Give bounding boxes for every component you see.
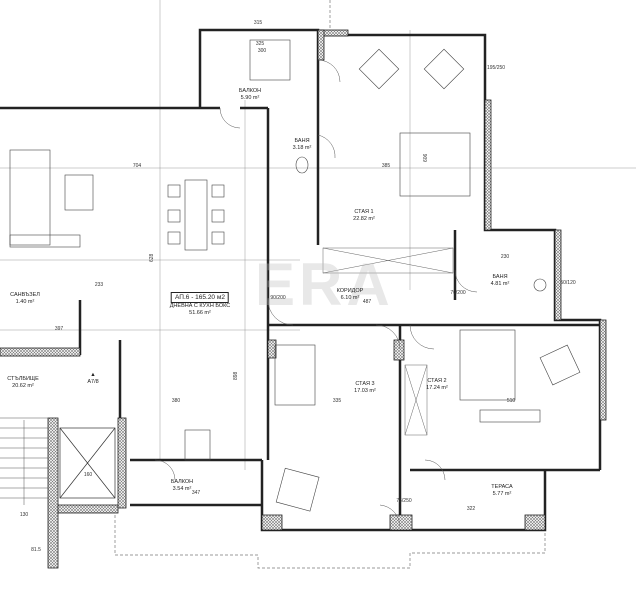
room-area: 3.54 m²	[172, 486, 192, 492]
dimension-label: 300	[257, 48, 267, 54]
dimension-label: 50/120	[560, 280, 576, 286]
dimension-label: 160	[83, 472, 93, 478]
room-name: СТАЯ 3	[355, 381, 375, 387]
watermark: ERA	[255, 251, 394, 318]
room-name: СТАЯ 1	[354, 209, 374, 215]
room-area: 20.62 m²	[12, 383, 34, 389]
kitchen-island	[184, 429, 211, 461]
dimension-label: 315	[253, 20, 263, 26]
dimension-label: 322	[466, 506, 476, 512]
dimension-label: 606	[423, 153, 429, 162]
door-swings	[154, 59, 478, 528]
dimension-label: 70/200	[450, 290, 466, 296]
room-name: БАЛКОН	[238, 88, 262, 94]
elevator-shaft	[59, 427, 116, 499]
room-area: 17.03 m²	[354, 388, 376, 394]
dimension-label: 385	[381, 163, 391, 169]
dimension-label: 325	[255, 41, 265, 47]
level-marker: ▲А7/8	[87, 372, 99, 385]
bed-room-1	[399, 132, 471, 197]
level-marker-label: А7/8	[87, 379, 99, 385]
dimension-label: 898	[233, 371, 239, 380]
room-name: БАНЯ	[492, 274, 508, 280]
dining-table	[184, 179, 208, 251]
dimension-label: 510	[506, 398, 516, 404]
room-name: ТЕРАСА	[491, 484, 513, 490]
room-area: 5.77 m²	[492, 491, 512, 497]
bed-room-2	[459, 329, 516, 401]
room-area: 5.90 m²	[240, 95, 260, 101]
room-name: БАНЯ	[294, 138, 310, 144]
dimension-label: 380	[171, 398, 181, 404]
room-area: 4.81 m²	[490, 281, 510, 287]
structural-columns	[0, 29, 607, 569]
dimension-label: 130	[19, 512, 29, 518]
room-name: САНВЪЗЕЛ	[10, 292, 40, 298]
room-name: ДНЕВНА С КУХН БОКС	[169, 303, 231, 309]
room-name: СТАЯ 2	[427, 378, 447, 384]
dimension-label: 347	[191, 490, 201, 496]
room-area: 3.18 m²	[292, 145, 312, 151]
dimension-label: 628	[149, 253, 155, 262]
dimension-label: 90/200	[270, 295, 286, 301]
room-name: СТЪЛБИЩЕ	[7, 376, 39, 382]
bed-room-3	[274, 344, 316, 406]
room-label-living: АП.6 - 165.20 м2 ДНЕВНА С КУХН БОКС 51.6…	[169, 292, 231, 317]
room-area: 22.82 m²	[353, 216, 375, 222]
stairs	[0, 417, 48, 505]
dimension-label: 487	[362, 299, 372, 305]
room-area: 51.66 m²	[189, 310, 211, 316]
dimension-label: 230	[500, 254, 510, 260]
dimension-label: 75/250	[396, 498, 412, 504]
apartment-title: АП.6 - 165.20 м2	[171, 292, 229, 303]
dimension-label: 195/250	[486, 65, 506, 71]
room-name: БАЛКОН	[170, 479, 194, 485]
furniture	[9, 39, 581, 512]
room-area: 17.24 m²	[426, 385, 448, 391]
room-area: 6.10 m²	[340, 295, 360, 301]
room-name: КОРИДОР	[336, 288, 364, 294]
dimension-label: 233	[94, 282, 104, 288]
room-area: 1.40 m²	[15, 299, 35, 305]
dimension-label: 704	[132, 163, 142, 169]
dimension-label: 397	[54, 326, 64, 332]
dimension-label: 81.5	[31, 547, 41, 553]
upper-floor-outline	[114, 0, 546, 569]
dimension-label: 335	[332, 398, 342, 404]
wardrobes	[322, 247, 454, 436]
